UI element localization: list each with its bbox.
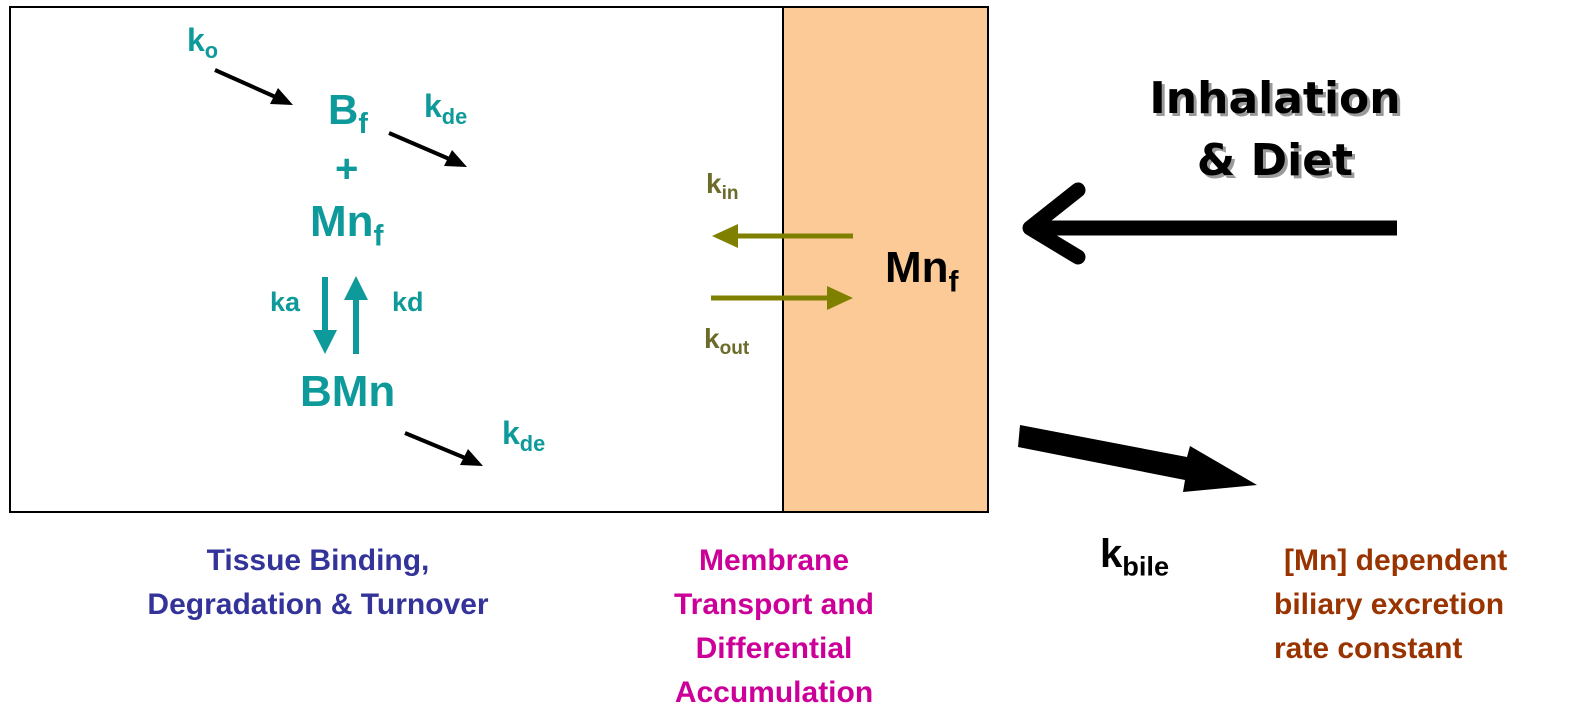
mnf-tissue-base: Mn xyxy=(310,197,374,246)
kin-arrow-icon xyxy=(712,224,853,248)
ka-down-arrow-icon xyxy=(313,277,337,354)
mnf-membrane-label: Mnf xyxy=(885,243,959,297)
kin-sub: in xyxy=(721,183,739,205)
tissue-caption-line-2: Degradation & Turnover xyxy=(147,588,489,621)
membrane-caption-line-2: Transport and xyxy=(673,588,875,621)
bile-arrow-icon xyxy=(1018,425,1257,492)
intake-arrow-icon xyxy=(1022,182,1397,265)
mnf-membrane-base: Mn xyxy=(885,243,949,292)
ko-base: k xyxy=(187,22,205,58)
kin-label: kin xyxy=(706,168,739,203)
kde-top-base: k xyxy=(424,88,442,124)
membrane-caption-line-4: Accumulation xyxy=(674,676,874,709)
kde-top-arrow-icon xyxy=(388,131,467,167)
kout-label: kout xyxy=(704,323,749,358)
membrane-caption-line-1: Membrane xyxy=(698,544,850,577)
bf-label: Bf xyxy=(328,86,368,138)
tissue-caption-line-1: Tissue Binding, xyxy=(206,544,430,577)
biliary-caption-line-1: [Mn] dependent xyxy=(1284,544,1508,577)
membrane-caption: Membrane Transport and Differential Accu… xyxy=(624,539,924,715)
biliary-caption: [Mn] dependent biliary excretion rate co… xyxy=(1274,539,1507,671)
intake-line-1: Inhalation xyxy=(1149,73,1401,124)
bf-sub: f xyxy=(358,108,368,141)
plus-sign: + xyxy=(335,147,359,191)
membrane-caption-line-3: Differential xyxy=(695,632,853,665)
kbile-sub: bile xyxy=(1122,550,1170,582)
kin-base: k xyxy=(706,168,722,199)
bf-base: B xyxy=(328,86,359,133)
mnf-tissue-label: Mnf xyxy=(310,197,384,251)
ko-arrow-icon xyxy=(214,68,293,105)
membrane-compartment xyxy=(782,6,989,513)
tissue-compartment xyxy=(9,6,784,513)
biliary-caption-line-3: rate constant xyxy=(1274,632,1463,665)
kde-top-sub: de xyxy=(441,103,468,129)
kde-bottom-base: k xyxy=(502,415,520,451)
kout-base: k xyxy=(704,323,720,354)
kd-up-arrow-icon xyxy=(344,276,368,354)
ko-label: ko xyxy=(187,22,218,61)
intake-label: Inhalation & Diet xyxy=(1135,68,1415,192)
mnf-tissue-sub: f xyxy=(373,219,384,253)
kbile-base: k xyxy=(1100,532,1123,576)
kout-arrow-icon xyxy=(711,286,853,310)
kde-top-label: kde xyxy=(424,88,467,127)
intake-line-2: & Diet xyxy=(1196,135,1354,186)
ka-label: ka xyxy=(270,287,301,317)
mnf-membrane-sub: f xyxy=(948,265,959,299)
biliary-caption-line-2: biliary excretion xyxy=(1274,588,1505,621)
kbile-label: kbile xyxy=(1100,532,1169,580)
kde-bottom-label: kde xyxy=(502,415,545,454)
kd-label: kd xyxy=(392,287,424,317)
bmn-label: BMn xyxy=(300,367,396,416)
kde-bottom-arrow-icon xyxy=(404,431,483,466)
kout-sub: out xyxy=(719,338,750,360)
kde-bottom-sub: de xyxy=(519,430,546,456)
tissue-caption: Tissue Binding, Degradation & Turnover xyxy=(98,539,538,627)
ko-sub: o xyxy=(204,37,219,63)
